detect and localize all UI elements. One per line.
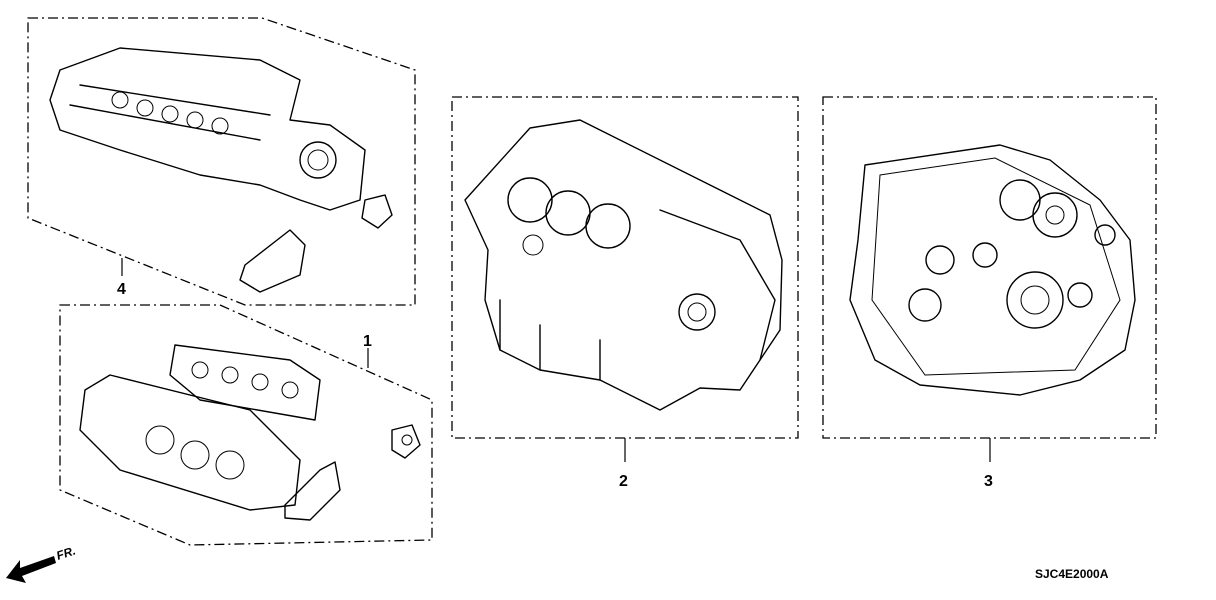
callout-4: 4 [117, 281, 126, 298]
diagram-code: SJC4E2000A [1035, 567, 1109, 581]
callout-3: 3 [984, 473, 993, 490]
callout-2: 2 [619, 473, 628, 490]
front-direction-indicator: FR. [6, 544, 77, 583]
front-label: FR. [55, 544, 78, 563]
front-arrow-icon [6, 556, 56, 583]
group-1-frame [59, 304, 433, 546]
group-3-frame [822, 96, 1157, 439]
intake-manifold-drawing [49, 47, 393, 293]
group-4-frame [27, 17, 416, 306]
group-2-frame [451, 96, 799, 439]
head-gasket-drawing [79, 344, 421, 521]
group-1-head-gasket-kit: 1 [59, 304, 433, 546]
transmission-gasket-drawing [849, 144, 1136, 396]
callout-1: 1 [363, 333, 372, 350]
engine-block-drawing [464, 119, 783, 411]
group-2-block-gasket-kit: 2 [451, 96, 799, 490]
group-4-intake-manifold-kit: 4 [27, 17, 416, 306]
group-3-transmission-gasket-kit: 3 [822, 96, 1157, 490]
